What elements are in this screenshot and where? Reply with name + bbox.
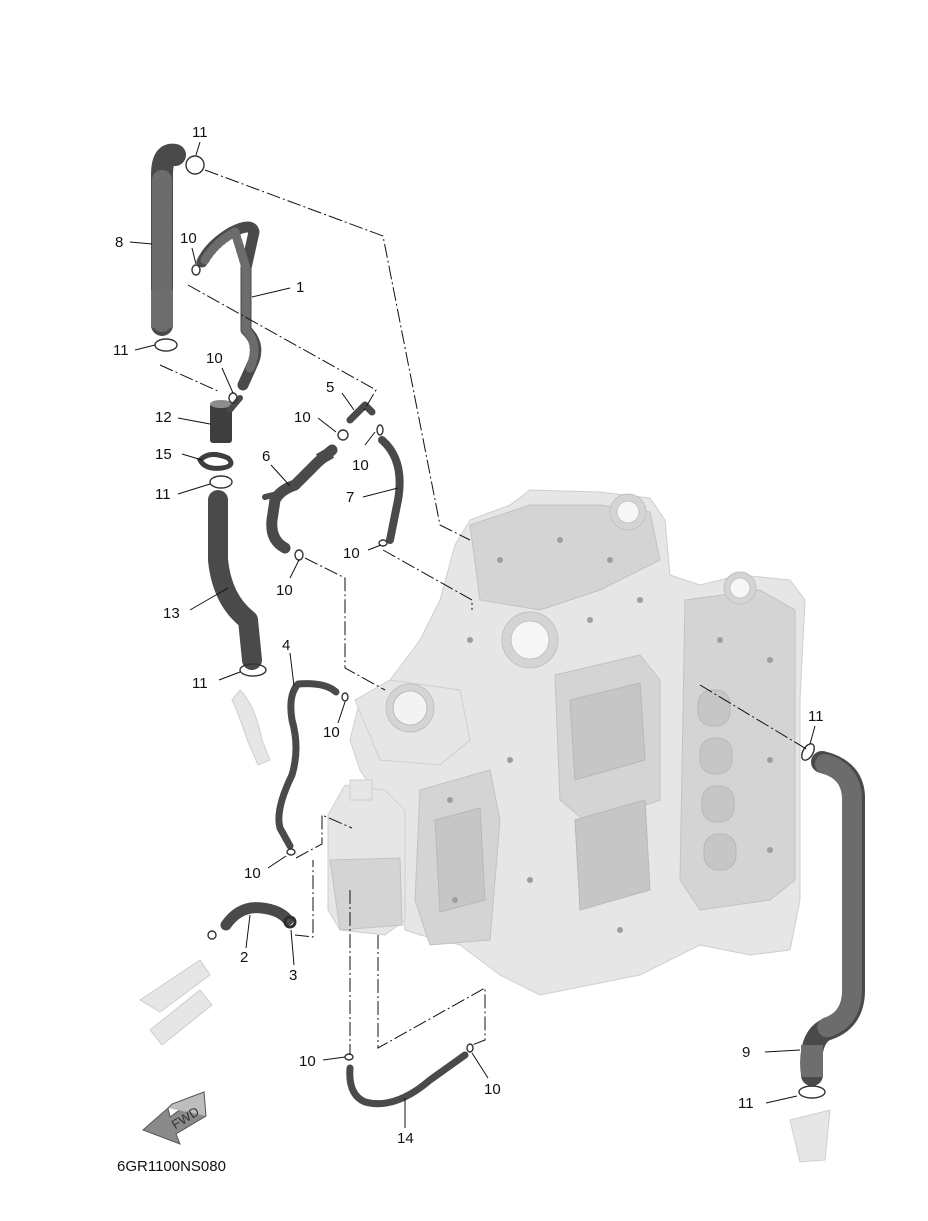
hose-part-9 bbox=[800, 751, 865, 1086]
callout-11: 11 bbox=[808, 708, 824, 725]
hose-part-13 bbox=[208, 490, 262, 670]
callout-7: 7 bbox=[346, 489, 354, 506]
callout-9: 9 bbox=[742, 1044, 750, 1061]
callout-11: 11 bbox=[192, 124, 208, 141]
callout-10: 10 bbox=[484, 1081, 501, 1098]
callout-8: 8 bbox=[115, 234, 123, 251]
clip-part-3 bbox=[283, 915, 297, 929]
hose-part-1 bbox=[196, 221, 262, 391]
hose-part-8 bbox=[151, 143, 186, 336]
intake-ports bbox=[697, 689, 737, 871]
callout-10: 10 bbox=[244, 865, 261, 882]
callout-6: 6 bbox=[262, 448, 270, 465]
callout-11: 11 bbox=[113, 342, 129, 359]
drawing-code: 6GR1100NS080 bbox=[117, 1158, 226, 1175]
hose-part-7 bbox=[378, 436, 404, 544]
callout-10: 10 bbox=[294, 409, 311, 426]
hose-part-4 bbox=[275, 680, 340, 850]
parts bbox=[151, 143, 865, 1108]
joint-part-5 bbox=[346, 401, 376, 424]
hose-part-14 bbox=[346, 1051, 469, 1108]
callout-11: 11 bbox=[155, 486, 171, 503]
hose-part-6 bbox=[262, 444, 338, 554]
fwd-arrow-icon: FWD bbox=[142, 1091, 207, 1145]
callout-10: 10 bbox=[323, 724, 340, 741]
ghost-fittings bbox=[139, 689, 831, 1163]
throttle-body bbox=[354, 679, 471, 766]
callout-10: 10 bbox=[180, 230, 197, 247]
callout-11: 11 bbox=[738, 1095, 754, 1112]
callout-14: 14 bbox=[397, 1130, 414, 1147]
callout-1: 1 bbox=[296, 279, 304, 296]
fitting-part-12 bbox=[210, 395, 243, 443]
callout-5: 5 bbox=[326, 379, 334, 396]
engine-block bbox=[139, 489, 831, 1163]
callout-10: 10 bbox=[299, 1053, 316, 1070]
callout-11: 11 bbox=[192, 675, 208, 692]
callout-13: 13 bbox=[163, 605, 180, 622]
callouts: 11 8 10 1 11 10 5 12 10 10 15 6 11 7 10 … bbox=[113, 124, 824, 1147]
leader-lines bbox=[129, 141, 816, 1128]
callout-15: 15 bbox=[155, 446, 172, 463]
callout-10: 10 bbox=[343, 545, 360, 562]
callout-12: 12 bbox=[155, 409, 172, 426]
callout-10: 10 bbox=[276, 582, 293, 599]
callout-2: 2 bbox=[240, 949, 248, 966]
vapor-separator bbox=[327, 779, 406, 936]
grommet-part-15 bbox=[196, 452, 234, 471]
callout-3: 3 bbox=[289, 967, 297, 984]
hose-part-2 bbox=[220, 902, 294, 931]
callout-10: 10 bbox=[352, 457, 369, 474]
callout-4: 4 bbox=[282, 637, 290, 654]
chain-lines bbox=[159, 169, 809, 1055]
callout-10: 10 bbox=[206, 350, 223, 367]
